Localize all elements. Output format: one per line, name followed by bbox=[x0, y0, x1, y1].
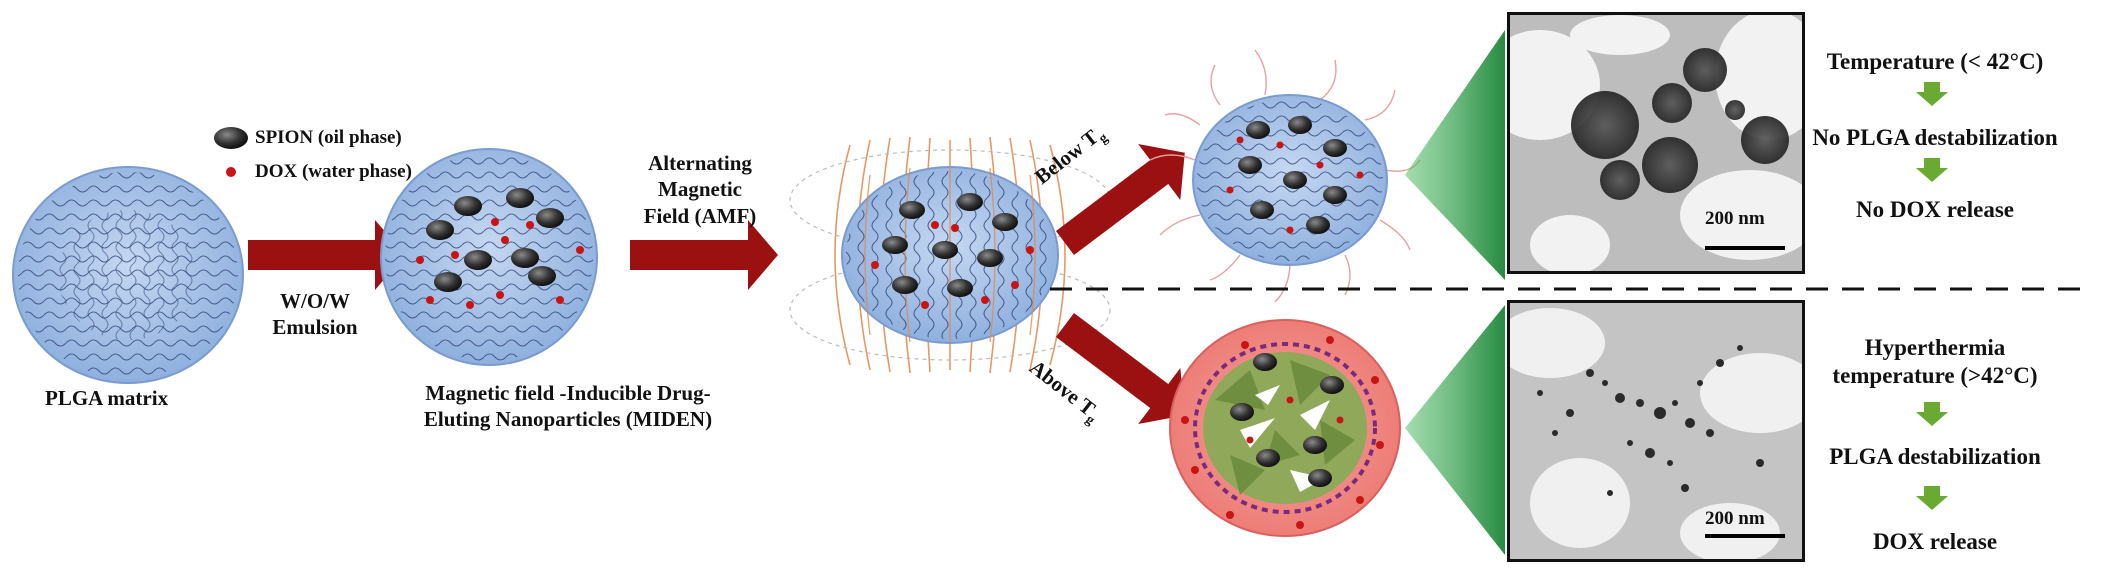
bottom-step-hyperthermia: Hyperthermia temperature (>42°C) bbox=[1832, 335, 2038, 388]
nanoparticle-intact bbox=[1149, 49, 1421, 303]
bottom-step-release: DOX release bbox=[1872, 529, 1998, 554]
label-amf: Alternating Magnetic Field (AMF) bbox=[643, 151, 757, 228]
bottom-step-destabilization: PLGA destabilization bbox=[1829, 444, 2041, 469]
plga-matrix-sphere bbox=[12, 166, 244, 384]
tem-image-top bbox=[1507, 12, 1805, 274]
miden-in-field bbox=[789, 136, 1111, 374]
label-dox: DOX (water phase) bbox=[255, 161, 412, 182]
label-spion: SPION (oil phase) bbox=[255, 127, 402, 148]
tem-image-bottom bbox=[1507, 300, 1805, 562]
scale-label-bottom: 200 nm bbox=[1705, 508, 1765, 529]
top-step-no-destabilization: No PLGA destabilization bbox=[1812, 125, 2058, 150]
label-emulsion: W/O/W Emulsion bbox=[272, 289, 358, 340]
dox-legend-icon bbox=[226, 167, 236, 177]
miden-sphere bbox=[380, 148, 598, 366]
nanoparticle-destabilized bbox=[1169, 319, 1401, 537]
label-plga-matrix: PLGA matrix bbox=[45, 386, 169, 410]
green-arrows-bottom bbox=[1916, 402, 1948, 510]
zoom-cone-bottom bbox=[1405, 305, 1505, 555]
zoom-cone-top bbox=[1405, 30, 1505, 280]
green-arrows-top bbox=[1916, 82, 1948, 182]
spion-legend-icon bbox=[214, 127, 248, 149]
scale-label-top: 200 nm bbox=[1705, 208, 1765, 229]
top-step-no-release: No DOX release bbox=[1856, 197, 2014, 222]
top-step-temperature: Temperature (< 42°C) bbox=[1826, 49, 2044, 74]
arrow-amf bbox=[630, 220, 778, 290]
arrow-below-tg bbox=[1055, 144, 1185, 255]
label-miden: Magnetic field -Inducible Drug- Eluting … bbox=[423, 381, 713, 432]
